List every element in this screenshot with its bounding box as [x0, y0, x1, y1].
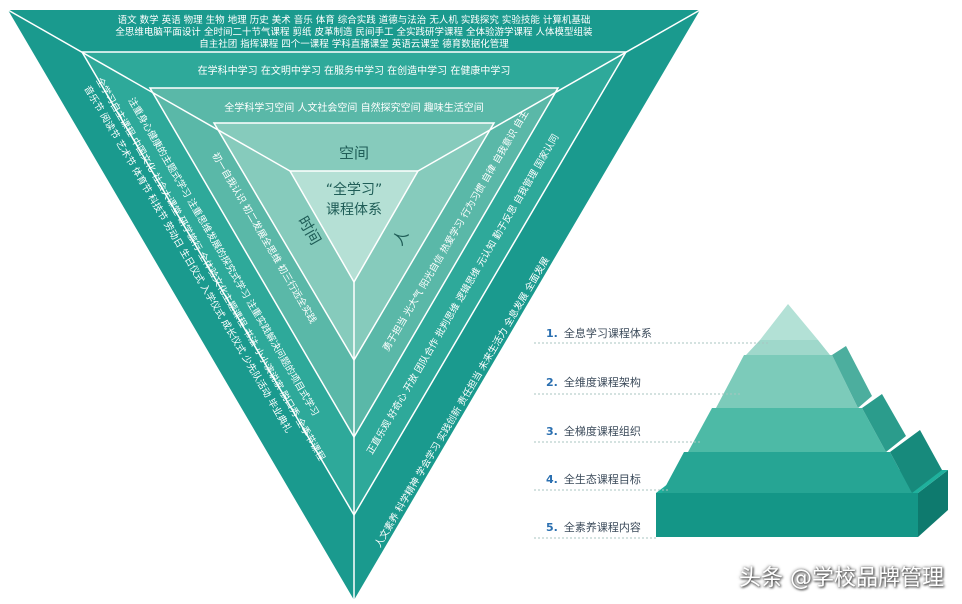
top-band-line-3: 自主社团 指挥课程 四个一课程 学科直播课堂 英语云课堂 德育数据化管理: [199, 38, 509, 50]
pyramid-label-5: 5.全素养课程内容: [546, 520, 641, 534]
space-ring-3-text: 全学科学习空间 人文社会空间 自然探究空间 趣味生活空间: [224, 101, 484, 114]
pyramid-label-4: 4.全生态课程目标: [546, 472, 641, 486]
label-space: 空间: [339, 144, 369, 162]
pyramid-level-2-front: [716, 355, 858, 408]
pyramid-level-5-side: [918, 470, 948, 537]
top-band-line-2: 全思维电脑平面设计 全时间二十节气课程 剪纸 皮革制造 民间手工 全实践研学课程…: [115, 26, 593, 38]
center-title-line-2: 课程体系: [326, 202, 382, 218]
pyramid: [656, 304, 948, 537]
top-band-line-1: 语文 数学 英语 物理 生物 地理 历史 美术 音乐 体育 综合实践 道德与法治…: [118, 14, 591, 26]
pyramid-level-2-side: [832, 346, 872, 408]
triangle-center: [288, 170, 420, 284]
pyramid-level-3-side: [862, 394, 906, 452]
pyramid-level-1-band: [746, 340, 830, 355]
pyramid-label-1: 1.全息学习课程体系: [546, 326, 652, 340]
pyramid-level-5-front: [656, 493, 918, 537]
watermark: 头条 @学校品牌管理: [739, 566, 944, 591]
center-title-line-1: “全学习”: [326, 181, 383, 198]
pyramid-label-3: 3.全梯度课程组织: [546, 424, 641, 438]
pyramid-level-1-front: [760, 304, 818, 340]
pyramid-label-2: 2.全维度课程架构: [546, 375, 641, 389]
connector-line-left: [7, 9, 291, 172]
connector-line-right: [417, 9, 701, 172]
pyramid-level-4-side: [890, 430, 942, 493]
space-ring-2-text: 在学科中学习 在文明中学习 在服务中学习 在创造中学习 在健康中学习: [198, 64, 511, 77]
pyramid-level-4-front: [662, 452, 912, 493]
pyramid-level-3-front: [688, 408, 886, 452]
